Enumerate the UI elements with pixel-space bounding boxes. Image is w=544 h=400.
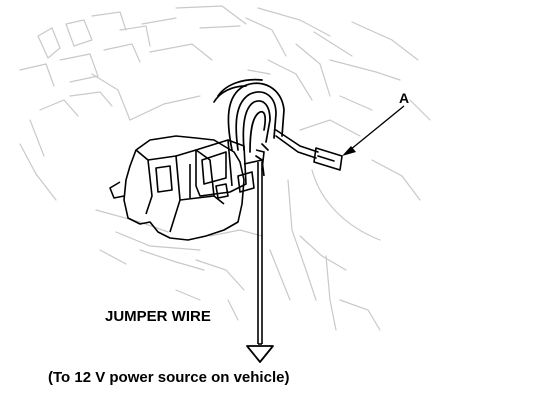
- ground-symbol: [246, 345, 274, 363]
- wire-harness: [213, 78, 285, 161]
- terminal-lead-a: [275, 129, 343, 171]
- background-structure-lines: [19, 5, 431, 331]
- jumper-wire: [255, 149, 265, 345]
- callout-a-leader: [342, 105, 405, 156]
- jumper-wire-label: JUMPER WIRE: [105, 308, 211, 325]
- connector-housing: [109, 135, 245, 241]
- callout-label-a: A: [399, 90, 410, 106]
- power-source-note: (To 12 V power source on vehicle): [48, 369, 290, 386]
